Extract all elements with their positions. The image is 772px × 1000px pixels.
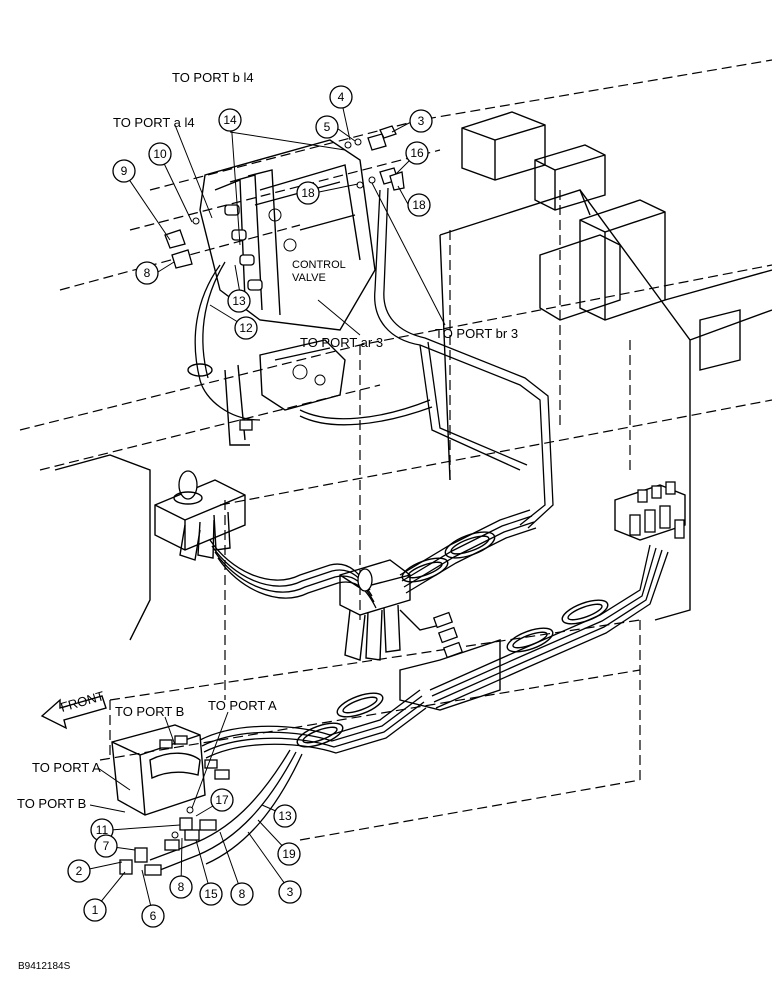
svg-text:10: 10 [153,147,167,161]
callout-1: 1 [83,898,107,922]
svg-text:8: 8 [178,880,185,894]
svg-text:8: 8 [144,266,151,280]
callout-bubbles: 4 5 3 16 18 18 14 10 9 8 13 12 17 13 11 … [67,85,433,928]
svg-text:3: 3 [287,885,294,899]
top-fittings [164,125,405,269]
callout-8-top: 8 [135,261,159,285]
callout-9: 9 [112,159,136,183]
upper-right-structure [439,111,772,621]
label-to-port-al4: TO PORT a l4 [113,115,195,130]
center-controller [339,559,501,711]
callout-15: 14 [218,108,242,132]
svg-text:18: 18 [412,198,426,212]
callout-4: 4 [329,85,353,109]
label-to-port-a-top: TO PORT A [208,698,277,713]
callout-18-bottom: 19 [277,842,301,866]
leader-lines [79,98,446,916]
label-to-port-a-left: TO PORT A [32,760,101,775]
drawing-code: B9412184S [18,961,71,972]
svg-text:8: 8 [239,887,246,901]
callout-16: 15 [199,882,223,906]
left-joystick-controller [54,454,246,641]
svg-text:5: 5 [324,120,331,134]
callout-6: 6 [141,904,165,928]
callout-13-bottom: 13 [273,804,297,828]
svg-text:15: 15 [204,887,218,901]
label-valve: VALVE [292,272,326,284]
svg-text:7: 7 [103,839,110,853]
label-to-port-b-left: TO PORT B [17,796,86,811]
port-labels: TO PORT b l4 TO PORT a l4 TO PORT ar 3 T… [17,70,518,811]
label-to-port-br3: TO PORT br 3 [435,326,518,341]
callout-13-top: 12 [234,316,258,340]
right-controller [614,481,686,541]
callout-19: 18 [407,193,431,217]
callout-17: 17 [210,788,234,812]
svg-text:17: 17 [215,793,229,807]
callout-3-bottom: 3 [278,880,302,904]
svg-text:14: 14 [223,113,237,127]
callout-14: 13 [227,289,251,313]
callout-18: 16 [405,141,429,165]
svg-text:19: 19 [282,847,296,861]
svg-text:1: 1 [92,903,99,917]
svg-text:6: 6 [150,909,157,923]
svg-text:3: 3 [418,114,425,128]
callout-10: 10 [148,142,172,166]
label-to-port-bl4: TO PORT b l4 [172,70,254,85]
hose-routing [149,187,669,871]
svg-text:4: 4 [338,90,345,104]
control-valve-assembly [187,139,376,446]
lower-left-manifold [111,724,230,876]
svg-text:12: 12 [239,321,253,335]
label-to-port-ar3: TO PORT ar 3 [300,335,383,350]
callout-11: 8 [169,875,193,899]
label-control: CONTROL [292,259,346,271]
callout-2: 2 [67,859,91,883]
callout-5: 5 [315,115,339,139]
svg-text:18: 18 [301,186,315,200]
callout-3: 3 [409,109,433,133]
label-to-port-b-top: TO PORT B [115,704,184,719]
callout-8-bottom: 8 [230,882,254,906]
front-label: FRONT [59,688,106,715]
svg-text:13: 13 [278,809,292,823]
callout-20: 18 [296,181,320,205]
svg-text:2: 2 [76,864,83,878]
front-arrow: FRONT [40,688,107,730]
svg-text:13: 13 [232,294,246,308]
svg-text:16: 16 [410,146,424,160]
svg-text:11: 11 [96,823,109,837]
callout-7: 7 [94,834,118,858]
svg-text:9: 9 [121,164,128,178]
